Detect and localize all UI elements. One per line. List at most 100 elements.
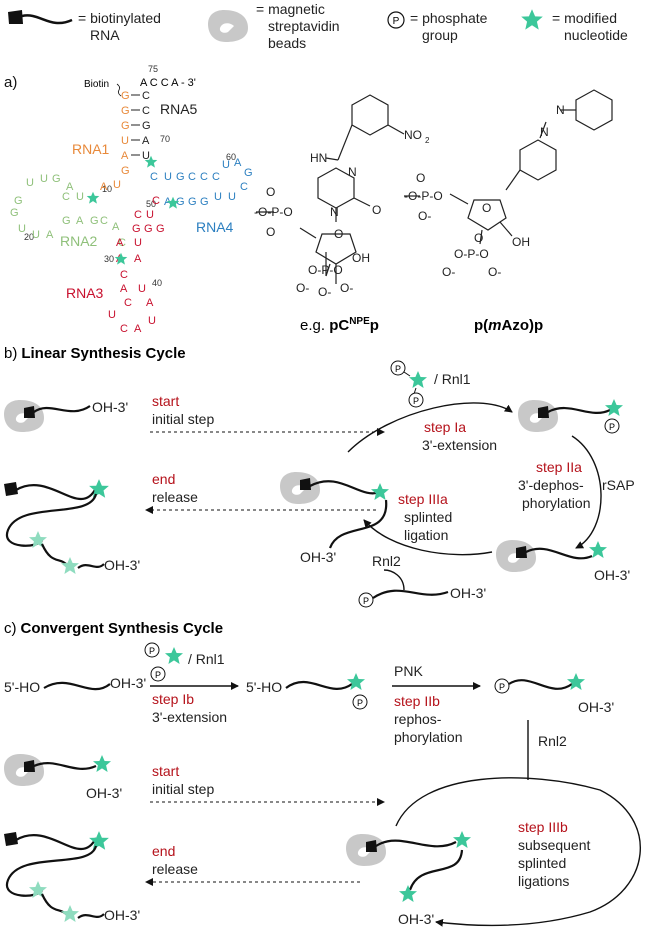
end-oh3-c: OH-3' xyxy=(104,907,140,923)
rna5-strand: C C G A U xyxy=(142,90,151,162)
reagent-star-c xyxy=(165,647,183,664)
svg-text:G: G xyxy=(142,120,151,132)
chem2-o-minus-3: O- xyxy=(488,265,501,279)
chem1-n3: N xyxy=(348,165,357,179)
nt-number-40: 40 xyxy=(152,278,162,288)
legend-beads-label-1: = magnetic xyxy=(256,1,325,17)
svg-text:G: G xyxy=(10,207,19,219)
chem2-o-link: O xyxy=(474,231,483,245)
step-iib-label: step IIb xyxy=(394,693,440,709)
svg-text:C: C xyxy=(142,90,150,102)
star-ib xyxy=(347,673,365,690)
svg-text:P: P xyxy=(609,422,615,432)
nt-number-10: 10 xyxy=(102,184,112,194)
end-oh3: OH-3' xyxy=(104,557,140,573)
rna1-label: RNA1 xyxy=(72,141,110,157)
start-label: start xyxy=(152,393,179,409)
rna2-strand: U U G A G G U U A C U G A G C A C xyxy=(10,173,126,249)
start-oh3: OH-3' xyxy=(92,399,128,415)
chem1-oh: OH xyxy=(352,251,370,265)
svg-text:C: C xyxy=(120,269,128,281)
star-iiib-2 xyxy=(399,885,417,902)
legend: = biotinylated RNA = magnetic streptavid… xyxy=(8,1,628,51)
step-ia-label: step Ia xyxy=(424,419,466,435)
svg-text:A: A xyxy=(66,181,74,193)
svg-text:U: U xyxy=(142,150,150,162)
legend-biotinylated-label-1: = biotinylated xyxy=(78,10,161,26)
chem1-o-top: O xyxy=(266,185,275,199)
chem2-phosphate-3: O-P-O xyxy=(454,247,489,261)
modified-nt-star-10 xyxy=(86,191,100,204)
svg-text:U: U xyxy=(134,237,142,249)
svg-text:C: C xyxy=(142,105,150,117)
oh3-iiib: OH-3' xyxy=(398,911,434,927)
svg-text:C: C xyxy=(62,191,70,203)
rnl2-label-b: Rnl2 xyxy=(372,553,401,569)
rna5-label: RNA5 xyxy=(160,101,198,117)
reagent-star-b xyxy=(409,371,427,388)
svg-text:G: G xyxy=(156,223,165,235)
svg-text:P: P xyxy=(155,670,161,680)
svg-text:P: P xyxy=(393,16,400,27)
legend-star-icon xyxy=(521,9,543,30)
svg-text:G: G xyxy=(121,105,130,117)
oh3-iiia: OH-3' xyxy=(300,549,336,565)
rna4-label: RNA4 xyxy=(196,219,234,235)
svg-text:A: A xyxy=(100,181,108,193)
svg-text:A: A xyxy=(121,150,129,162)
svg-text:G: G xyxy=(244,167,253,179)
legend-modified-label-2: nucleotide xyxy=(564,27,628,43)
end-star-c-3 xyxy=(61,905,79,922)
legend-modified-label-1: = modified xyxy=(552,10,617,26)
splint-label-2: ligation xyxy=(404,527,448,543)
chem1-o-minus-1: O- xyxy=(296,281,309,295)
svg-text:G: G xyxy=(176,196,185,208)
svg-text:C: C xyxy=(188,171,196,183)
rna3-strand: C U C G G G U A C A U C A U C A U A A xyxy=(108,195,165,335)
svg-text:P: P xyxy=(395,364,401,374)
chem2-o-top: O xyxy=(416,171,425,185)
ext-label-b: 3'-extension xyxy=(422,437,497,453)
chem2-o-minus-1: O- xyxy=(418,209,431,223)
rna5-basepairs xyxy=(131,94,140,156)
svg-text:G: G xyxy=(14,195,23,207)
chem1-n1: N xyxy=(330,205,339,219)
star-iiib-1 xyxy=(453,831,471,848)
legend-phosphate-label-2: group xyxy=(422,27,458,43)
svg-text:G: G xyxy=(62,215,71,227)
svg-text:P: P xyxy=(363,596,369,606)
svg-text:U: U xyxy=(113,179,121,191)
svg-text:U: U xyxy=(121,135,129,147)
svg-text:U: U xyxy=(222,159,230,171)
svg-text:G: G xyxy=(144,223,153,235)
svg-text:C: C xyxy=(152,195,160,207)
chem1-o-bottom: O xyxy=(266,225,275,239)
svg-text:U: U xyxy=(148,315,156,327)
svg-text:G: G xyxy=(52,173,61,185)
svg-text:A: A xyxy=(120,283,128,295)
legend-beads-label-3: beads xyxy=(268,35,306,51)
svg-text:U: U xyxy=(138,283,146,295)
end-star-3 xyxy=(61,557,79,574)
chem1-o-minus-2: O- xyxy=(340,281,353,295)
svg-text:C: C xyxy=(100,215,108,227)
chem1-o-minus-3: O- xyxy=(318,285,331,299)
star-iib xyxy=(567,673,585,690)
svg-text:A: A xyxy=(142,135,150,147)
chem2-n2: N xyxy=(540,125,549,139)
release-label-c: release xyxy=(152,861,198,877)
svg-text:U: U xyxy=(108,309,116,321)
rna2-label: RNA2 xyxy=(60,233,98,249)
end-star-c-1 xyxy=(89,831,109,850)
three-prime-end: A C C A - 3' xyxy=(140,77,196,89)
svg-text:A: A xyxy=(116,237,124,249)
svg-text:C: C xyxy=(240,181,248,193)
rna1-strand: G G G U A G U A xyxy=(100,90,130,193)
rnl1-label-c: / Rnl1 xyxy=(188,651,225,667)
svg-text:U: U xyxy=(26,177,34,189)
nt-number-75: 75 xyxy=(148,64,158,74)
oh3-start-c: OH-3' xyxy=(86,785,122,801)
nt-number-60: 60 xyxy=(226,152,236,162)
svg-text:C: C xyxy=(150,171,158,183)
